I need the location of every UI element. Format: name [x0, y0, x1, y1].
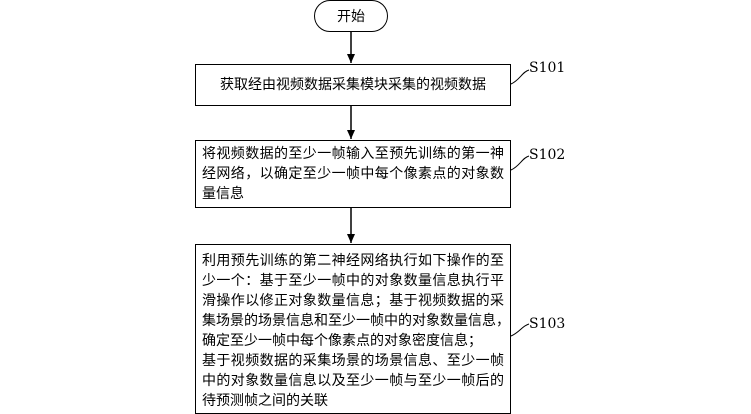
- step-box-s103: 利用预先训练的第二神经网络执行如下操作的至 少一个：基于至少一帧中的对象数量信息…: [195, 244, 511, 414]
- step-text-line: 滑操作以修正对象数量信息；基于视频数据的采: [202, 293, 504, 309]
- step-id-s103: S103: [529, 316, 566, 332]
- leader-s102: [510, 155, 530, 171]
- step-id-s102: S102: [529, 147, 566, 163]
- step-text-line: 基于视频数据的采集场景的场景信息、至少一帧: [202, 353, 504, 369]
- connectors: [347, 32, 530, 337]
- flowchart: 开始 获取经由视频数据采集模块采集的视频数据 S101 将视频数据的至少一帧输入…: [195, 0, 566, 414]
- step-text-line: 经网络，以确定至少一帧中每个像素点的对象数: [202, 166, 504, 182]
- start-label: 开始: [337, 9, 365, 25]
- step-box-s101: 获取经由视频数据采集模块采集的视频数据: [195, 64, 511, 106]
- leader-s101: [510, 69, 530, 85]
- step-text-line: 中的对象数量信息以及至少一帧与至少一帧后的: [202, 373, 504, 389]
- step-text-line: 少一个：基于至少一帧中的对象数量信息执行平: [202, 273, 504, 289]
- step-text-line: 待预测帧之间的关联: [202, 393, 328, 409]
- leader-s103: [510, 323, 530, 337]
- step-box-s102: 将视频数据的至少一帧输入至预先训练的第一神 经网络，以确定至少一帧中每个像素点的…: [195, 140, 511, 208]
- step-text-line: 集场景的场景信息和至少一帧中的对象数量信息，: [202, 313, 510, 329]
- step-text-line: 确定至少一帧中每个像素点的对象密度信息；: [202, 333, 482, 349]
- start-node: 开始: [314, 0, 388, 32]
- step-text-line: 利用预先训练的第二神经网络执行如下操作的至: [202, 253, 504, 269]
- step-text-s101: 获取经由视频数据采集模块采集的视频数据: [220, 77, 486, 93]
- step-text-line: 量信息: [202, 186, 244, 202]
- step-text-line: 将视频数据的至少一帧输入至预先训练的第一神: [202, 146, 504, 162]
- step-id-s101: S101: [529, 60, 566, 76]
